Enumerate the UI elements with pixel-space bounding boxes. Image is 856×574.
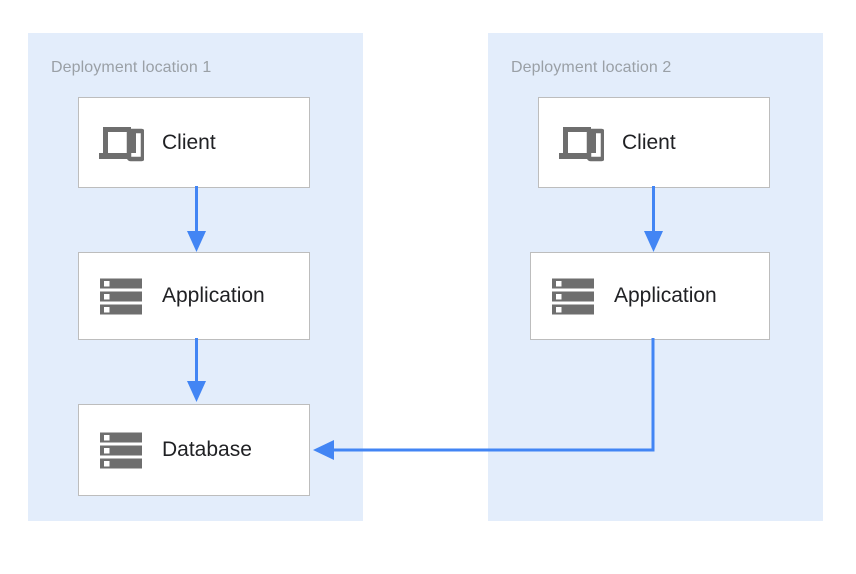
- node-client-1[interactable]: Client: [78, 97, 310, 188]
- client-devices-icon: [99, 126, 144, 161]
- client-devices-icon: [559, 126, 604, 161]
- node-database-1[interactable]: Database: [78, 404, 310, 496]
- node-application-1[interactable]: Application: [78, 252, 310, 340]
- zone-1-label: Deployment location 1: [51, 59, 212, 76]
- connector-client2-to-application2: [637, 186, 671, 256]
- connector-application1-to-database1: [180, 338, 214, 408]
- node-database-1-label: Database: [162, 438, 252, 461]
- node-application-2[interactable]: Application: [530, 252, 770, 340]
- connector-client1-to-application1: [180, 186, 214, 256]
- server-stack-icon: [100, 432, 142, 469]
- connector-application2-to-database1: [305, 338, 665, 463]
- server-stack-icon: [552, 278, 594, 315]
- node-client-2-label: Client: [622, 130, 676, 154]
- zone-2-label: Deployment location 2: [511, 59, 672, 76]
- node-client-1-label: Client: [162, 130, 216, 154]
- server-stack-icon: [100, 278, 142, 315]
- node-application-1-label: Application: [162, 284, 265, 307]
- node-application-2-label: Application: [614, 284, 717, 307]
- node-client-2[interactable]: Client: [538, 97, 770, 188]
